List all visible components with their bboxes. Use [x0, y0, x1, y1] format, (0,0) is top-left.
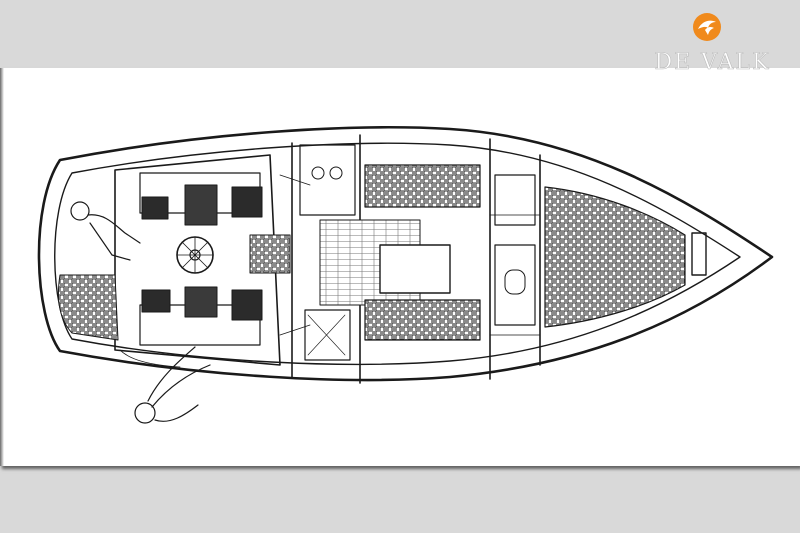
toilet-icon — [504, 269, 526, 295]
aft-cushion — [58, 274, 119, 341]
falcon-logo-icon — [693, 13, 721, 41]
settee-port — [364, 164, 481, 208]
panel-edge-shadow — [0, 68, 4, 466]
hatch — [141, 196, 169, 220]
hatch — [231, 289, 263, 321]
hatch — [184, 184, 218, 226]
settee-starboard — [364, 299, 481, 341]
forward-v-berth — [544, 186, 686, 328]
galley-counter — [299, 144, 356, 216]
logo-wordmark: DE VALK — [654, 50, 771, 76]
hatch — [141, 289, 171, 313]
chain-locker — [691, 232, 707, 276]
wardrobe — [494, 174, 536, 226]
person-figure-icon — [70, 201, 141, 261]
stove-burner-icon — [311, 166, 325, 180]
cockpit-cushion — [249, 234, 291, 274]
hatch — [231, 186, 263, 218]
galley-sink — [304, 309, 351, 361]
stove-burner-icon — [329, 166, 343, 180]
hull-outline — [37, 126, 774, 382]
hull-inner-line — [54, 142, 741, 366]
person-figure-icon — [134, 346, 211, 424]
yacht-layout-plan — [37, 126, 774, 424]
heads-compartment — [494, 244, 536, 326]
hatch — [184, 286, 218, 318]
de-valk-logo: DE VALK — [630, 12, 795, 75]
saloon-table — [379, 244, 451, 294]
